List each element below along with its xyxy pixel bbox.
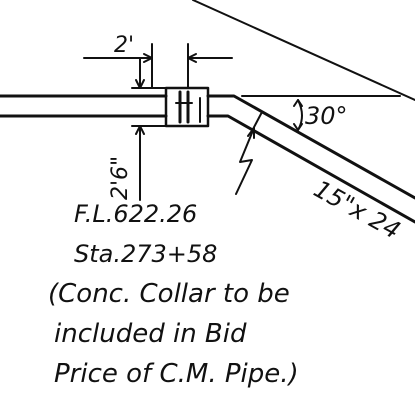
flow-line-note: F.L.622.26 [74, 200, 197, 228]
collar-note-line-3: Price of C.M. Pipe.) [54, 359, 299, 389]
dimension-height-label: 2'6" [108, 156, 133, 200]
concrete-collar [164, 86, 210, 128]
dimension-top-width: 2' [83, 33, 233, 89]
station-note: Sta.273+58 [74, 240, 217, 268]
leader-arrowhead [247, 127, 255, 139]
slope-line [192, 0, 415, 101]
angle-label: 30° [305, 102, 348, 130]
dimension-top-label: 2' [114, 33, 134, 58]
collar-note-line-2: included in Bid [54, 319, 247, 349]
angle-indicator: 30° [241, 95, 401, 131]
pipe-horizontal [0, 94, 168, 118]
dimension-collar-height: 2'6" [108, 57, 167, 201]
collar-note-line-1: (Conc. Collar to be [48, 279, 290, 309]
leader-arrow [235, 127, 255, 195]
